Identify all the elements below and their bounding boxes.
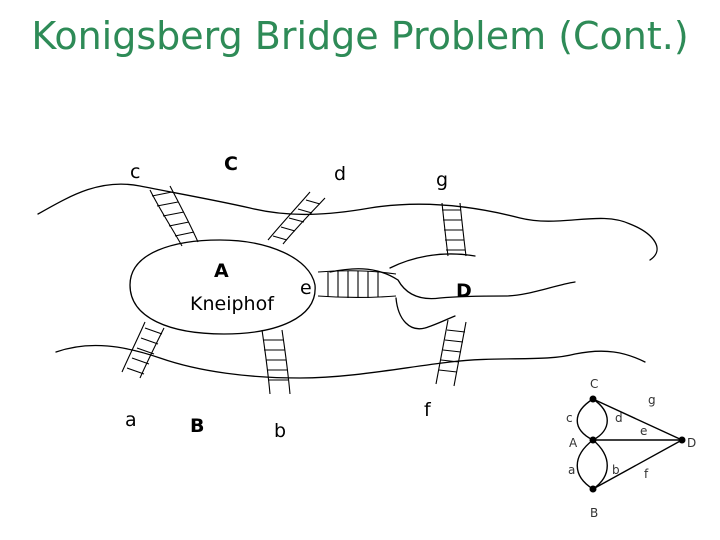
bridge-label-g: g <box>436 169 448 191</box>
bridge-label-c: c <box>130 161 140 183</box>
east-bank-upper <box>329 268 576 300</box>
bridge-label-f: f <box>424 399 432 421</box>
graph-node-label-a: A <box>569 436 578 450</box>
bridge-label-e: e <box>300 277 312 299</box>
graph-node-label-b: B <box>590 506 598 520</box>
graph-edge-label-a: a <box>568 463 575 477</box>
north-bank <box>37 183 658 261</box>
land-label-c: C <box>224 153 238 175</box>
bridge-c <box>149 185 199 247</box>
graph-nodes <box>589 395 686 493</box>
land-label-b: B <box>190 415 204 437</box>
bridge-label-a: a <box>125 409 137 431</box>
edge-c <box>576 398 594 441</box>
bridges <box>121 185 467 395</box>
graph-edge-label-d: d <box>615 411 623 425</box>
graph-edge-label-g: g <box>648 393 656 407</box>
node-a <box>589 436 597 444</box>
bridge-b <box>261 329 291 395</box>
island-name-label: Kneiphof <box>190 293 275 315</box>
island-outline <box>129 239 316 335</box>
graph: C A B D a b c d e f g <box>566 377 696 520</box>
graph-node-label-c: C <box>590 377 598 391</box>
edge-a <box>576 439 594 490</box>
south-bank <box>55 344 646 379</box>
node-d <box>678 436 686 444</box>
graph-edges <box>576 398 683 490</box>
node-b <box>589 485 597 493</box>
bridge-e <box>317 270 397 299</box>
bridge-d <box>267 191 326 245</box>
graph-edge-label-c: c <box>566 411 573 425</box>
land-label-d: D <box>456 280 472 302</box>
graph-node-label-d: D <box>687 436 696 450</box>
east-bank-lower-bridge-end <box>389 253 476 269</box>
graph-edge-label-f: f <box>644 467 649 481</box>
bridge-label-d: d <box>334 163 346 185</box>
graph-edge-label-e: e <box>640 424 647 438</box>
east-bank-lower <box>395 297 456 330</box>
slide-title: Konigsberg Bridge Problem (Cont.) <box>31 14 689 58</box>
graph-edge-label-b: b <box>612 463 620 477</box>
edge-d <box>592 398 608 441</box>
edge-f <box>592 439 683 490</box>
bridge-g <box>441 202 467 257</box>
bridge-f <box>435 319 467 387</box>
edge-g <box>592 398 683 441</box>
land-label-a: A <box>214 260 229 282</box>
bridge-a <box>121 321 165 379</box>
edge-b <box>592 439 608 490</box>
node-c <box>589 395 597 403</box>
bridge-label-b: b <box>274 420 286 442</box>
